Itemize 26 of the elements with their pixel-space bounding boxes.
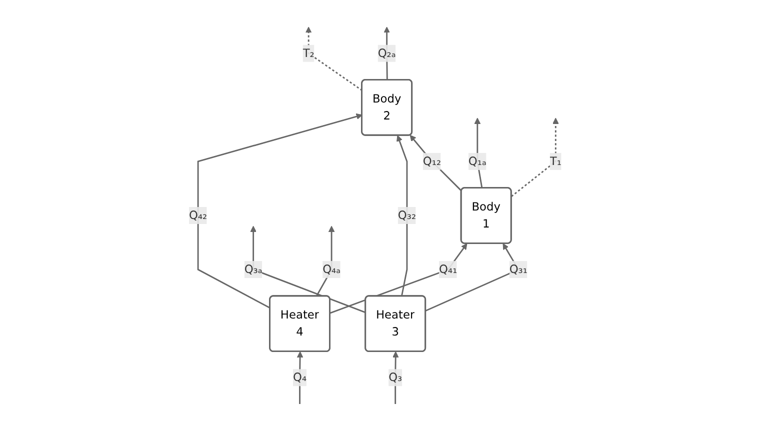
edge-label: T₁	[550, 154, 562, 168]
edge-label: Q₂ₐ	[378, 46, 396, 60]
edge-label: Q₁₂	[422, 154, 441, 168]
arrow	[511, 118, 559, 197]
arrow	[305, 26, 363, 92]
edge-label: Q₁ₐ	[468, 154, 486, 168]
process-box: Body 2	[361, 78, 413, 136]
arrow	[396, 135, 408, 296]
edge-label: Q₄₁	[439, 262, 458, 276]
process-box: Heater 4	[269, 295, 330, 352]
edge-label: T₂	[302, 46, 314, 60]
edge-label: Q₃₂	[398, 208, 416, 222]
edge-label: Q₄ₐ	[322, 262, 341, 276]
arrow	[250, 226, 366, 314]
arrow	[474, 118, 483, 188]
edge-label: Q₄	[293, 370, 307, 384]
process-box: Heater 3	[364, 295, 426, 352]
process-box: Body 1	[460, 187, 512, 244]
edge-label: Q₃	[388, 370, 402, 384]
arrow	[384, 26, 390, 80]
edge-label: Q₃ₐ	[244, 262, 262, 276]
edge-label: Q₄₂	[189, 208, 208, 222]
arrow	[316, 226, 335, 297]
arrow	[330, 243, 468, 314]
arrow	[197, 113, 362, 309]
edge-label: Q₃₁	[509, 262, 528, 276]
